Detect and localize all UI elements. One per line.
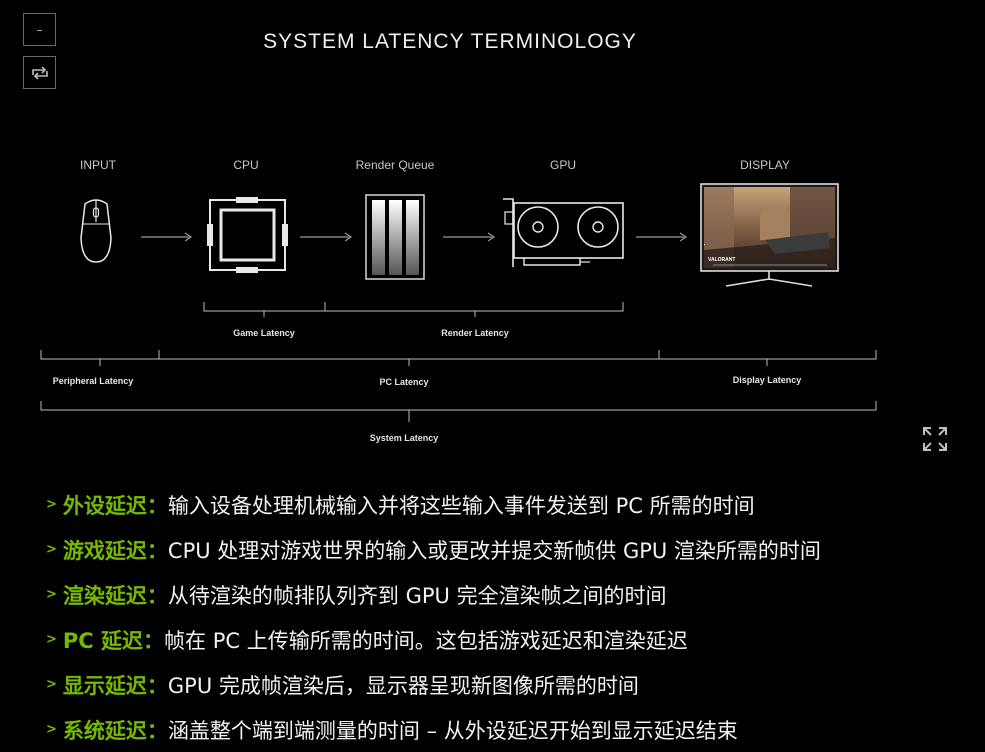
system-latency-label: System Latency: [370, 433, 439, 443]
bullet-arrow-icon: >: [46, 632, 57, 647]
monitor-icon: VALORANT: [700, 183, 839, 287]
flow-arrow-2: [300, 232, 353, 242]
display-latency-label: Display Latency: [733, 375, 802, 385]
peripheral-latency-label: Peripheral Latency: [53, 376, 134, 386]
definition-desc: 涵盖整个端到端测量的时间 – 从外设延迟开始到显示延迟结束: [167, 718, 738, 743]
bullet-arrow-icon: >: [46, 542, 57, 557]
bullet-arrow-icon: >: [46, 677, 57, 692]
gpu-icon: [503, 198, 624, 267]
minimize-button[interactable]: –: [23, 13, 56, 46]
definition-item-game: > 游戏延迟： CPU 处理对游戏世界的输入或更改并提交新帧供 GPU 渲染所需…: [46, 527, 976, 572]
mouse-icon: [80, 199, 112, 263]
stage-label-cpu: CPU: [233, 158, 258, 172]
definition-term: 外设延迟：: [62, 493, 168, 518]
definition-item-system: > 系统延迟： 涵盖整个端到端测量的时间 – 从外设延迟开始到显示延迟结束: [46, 707, 976, 752]
stage-label-gpu: GPU: [550, 158, 576, 172]
minimize-icon: –: [36, 22, 43, 37]
display-latency-bracket: [658, 350, 877, 366]
swap-button[interactable]: [23, 56, 56, 89]
definition-item-render: > 渲染延迟： 从待渲染的帧排队列齐到 GPU 完全渲染帧之间的时间: [46, 572, 976, 617]
pc-latency-label: PC Latency: [379, 377, 428, 387]
flow-arrow-1: [141, 232, 193, 242]
stage-label-render-queue: Render Queue: [356, 158, 435, 172]
definition-term: 渲染延迟：: [62, 583, 168, 608]
definition-desc: CPU 处理对游戏世界的输入或更改并提交新帧供 GPU 渲染所需的时间: [167, 538, 821, 563]
definition-term: 显示延迟：: [62, 673, 168, 698]
render-latency-label: Render Latency: [441, 328, 509, 338]
peripheral-latency-bracket: [40, 350, 160, 366]
definition-item-peripheral: > 外设延迟： 输入设备处理机械输入并将这些输入事件发送到 PC 所需的时间: [46, 482, 976, 527]
definition-term: 系统延迟：: [62, 718, 168, 743]
definition-desc: GPU 完成帧渲染后，显示器呈现新图像所需的时间: [167, 673, 639, 698]
definition-desc: 帧在 PC 上传输所需的时间。这包括游戏延迟和渲染延迟: [164, 628, 688, 653]
bullet-arrow-icon: >: [46, 587, 57, 602]
definition-term: PC 延迟：: [62, 628, 165, 653]
stage-label-display: DISPLAY: [740, 158, 790, 172]
fullscreen-expand-icon[interactable]: [922, 426, 948, 452]
stage-label-input: INPUT: [80, 158, 117, 172]
pc-latency-bracket: [158, 350, 660, 366]
definition-list: > 外设延迟： 输入设备处理机械输入并将这些输入事件发送到 PC 所需的时间 >…: [46, 482, 976, 752]
definition-desc: 输入设备处理机械输入并将这些输入事件发送到 PC 所需的时间: [167, 493, 755, 518]
render-latency-bracket: [324, 302, 624, 317]
game-latency-bracket: [203, 302, 326, 317]
flow-arrow-4: [636, 232, 688, 242]
definition-item-display: > 显示延迟： GPU 完成帧渲染后，显示器呈现新图像所需的时间: [46, 662, 976, 707]
system-latency-bracket: [40, 401, 877, 422]
bullet-arrow-icon: >: [46, 497, 57, 512]
bullet-arrow-icon: >: [46, 722, 57, 737]
definition-term: 游戏延迟：: [62, 538, 168, 563]
game-latency-label: Game Latency: [233, 328, 295, 338]
definition-item-pc: > PC 延迟： 帧在 PC 上传输所需的时间。这包括游戏延迟和渲染延迟: [46, 617, 976, 662]
cpu-icon: [207, 197, 288, 273]
render-queue-icon: [365, 194, 425, 280]
swap-arrows-icon: [31, 65, 48, 80]
page-title: SYSTEM LATENCY TERMINOLOGY: [263, 30, 637, 53]
latency-diagram: INPUT CPU Render Queue GPU DISPLAY: [40, 158, 877, 443]
game-screen-label: VALORANT: [708, 257, 735, 263]
definition-desc: 从待渲染的帧排队列齐到 GPU 完全渲染帧之间的时间: [167, 583, 667, 608]
flow-arrow-3: [443, 232, 496, 242]
